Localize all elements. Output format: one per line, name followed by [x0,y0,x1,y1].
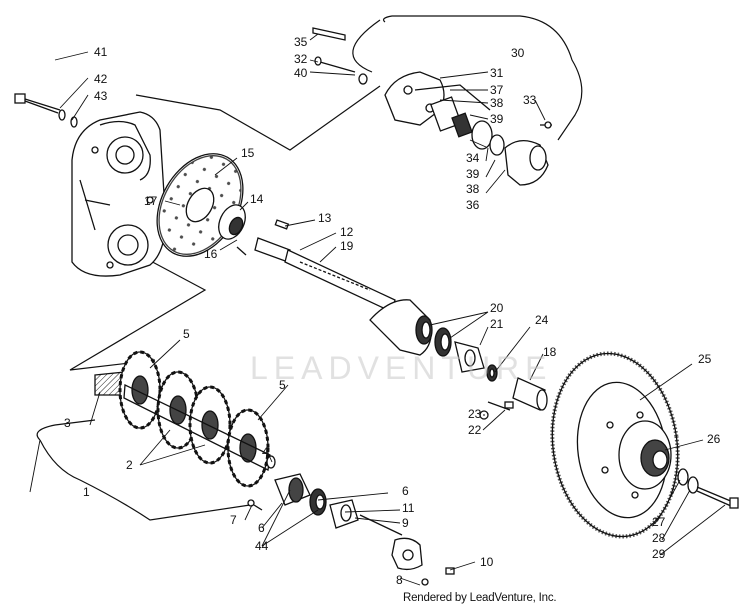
callout-43: 43 [94,89,108,103]
callout-28: 28 [652,531,666,545]
callout-41: 41 [94,45,108,59]
callout-5-top: 5 [183,327,190,341]
callout-12: 12 [340,225,354,239]
bearing-set [369,299,498,382]
callout-39-top: 39 [490,112,504,126]
callout-21: 21 [490,317,504,331]
callout-35: 35 [294,35,308,49]
callout-14: 14 [250,192,264,206]
callout-39-bottom: 39 [466,167,480,181]
group-lines [36,15,583,521]
callout-25: 25 [698,352,712,366]
callout-40: 40 [294,66,308,80]
caliper-assembly [312,27,552,186]
callout-26: 26 [707,432,721,446]
spacer [479,377,548,420]
callout-38-top: 38 [490,96,504,110]
callout-2: 2 [126,458,133,472]
callout-1: 1 [83,485,90,499]
drive-sprockets [94,350,276,488]
callout-6-left: 6 [258,521,265,535]
callout-44: 44 [255,539,269,553]
callout-30: 30 [511,46,525,60]
callout-20: 20 [490,301,504,315]
callout-6-right: 6 [402,484,409,498]
callout-32: 32 [294,52,308,66]
brake-disc [156,153,247,257]
callout-24: 24 [535,313,549,327]
drive-shaft [254,219,396,313]
callout-18: 18 [543,345,557,359]
callout-19: 19 [340,239,354,253]
callout-34: 34 [466,151,480,165]
callout-11: 11 [402,501,415,515]
callout-15: 15 [241,146,255,160]
callout-8: 8 [396,573,403,587]
callout-labels: 41 42 43 15 14 17 16 13 12 19 35 32 40 3… [64,35,721,587]
callout-37: 37 [490,83,504,97]
callout-9: 9 [402,516,409,530]
callout-23: 23 [468,407,482,421]
lower-bearing-group [247,473,455,586]
callout-29: 29 [652,547,666,561]
callout-31: 31 [490,66,504,80]
callout-5-right: 5 [279,378,286,392]
callout-7: 7 [230,513,237,527]
callout-38-bottom: 38 [466,182,480,196]
callout-42: 42 [94,72,108,86]
brake-drum-wheel [550,351,739,539]
callout-4: 4 [262,445,269,459]
leader-lines [29,33,726,586]
callout-3: 3 [64,416,71,430]
callout-16: 16 [204,247,218,261]
callout-22: 22 [468,423,482,437]
callout-10: 10 [480,555,494,569]
bolt-41 [14,93,78,128]
callout-27: 27 [652,515,666,529]
gearcase-housing [71,111,167,277]
callout-13: 13 [318,211,332,225]
watermark: LEADVENTURE [250,350,553,386]
callout-17: 17 [144,194,158,208]
callout-33: 33 [523,93,537,107]
callout-36: 36 [466,198,480,212]
footer-credit: Rendered by LeadVenture, Inc. [403,592,557,604]
